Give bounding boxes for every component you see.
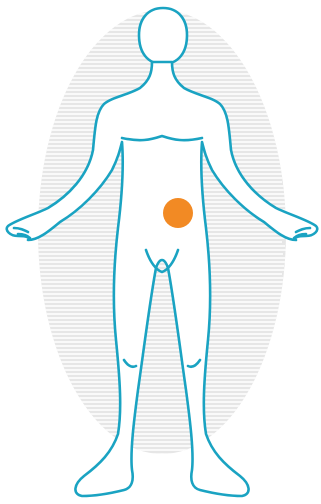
abdomen-pain-marker-icon [163,198,193,228]
head-outline [139,8,187,64]
